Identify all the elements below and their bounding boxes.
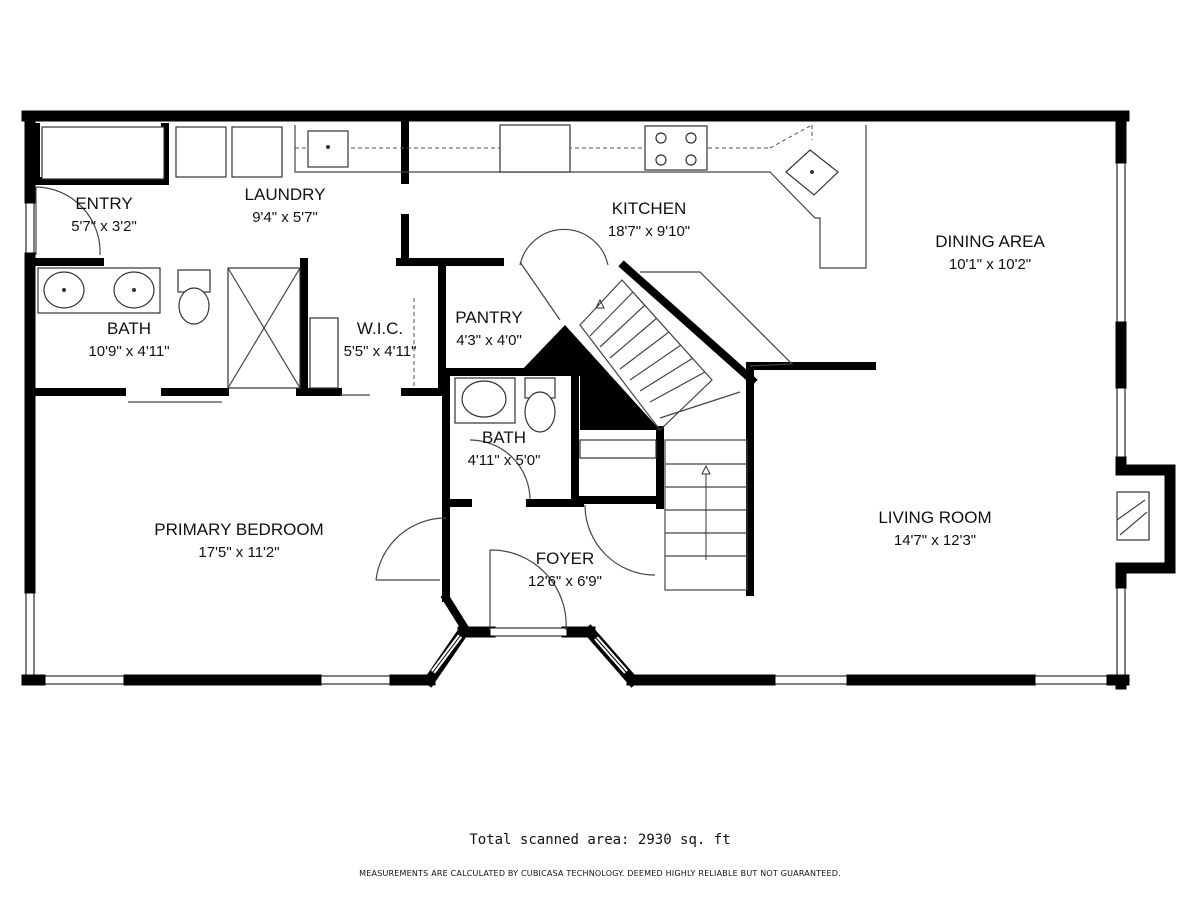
- room-name-bath: BATH: [107, 319, 151, 338]
- room-name-foyer: FOYER: [536, 549, 595, 568]
- total-area-label: Total scanned area: 2930 sq. ft: [469, 832, 731, 848]
- room-dims-foyer: 12'6" x 6'9": [528, 573, 602, 590]
- room-dims-entry: 5'7" x 3'2": [71, 218, 137, 235]
- room-name-entry: ENTRY: [75, 194, 132, 213]
- room-name-primary: PRIMARY BEDROOM: [154, 520, 323, 539]
- bath-fixtures: [37, 267, 301, 389]
- cooktop-burners-icon: [655, 132, 697, 166]
- room-dims-laundry: 9'4" x 5'7": [252, 209, 318, 226]
- room-name-bath2: BATH: [482, 428, 526, 447]
- room-dims-dining: 10'1" x 10'2": [949, 256, 1031, 273]
- room-dims-wic: 5'5" x 4'11": [344, 343, 417, 360]
- room-dims-bath: 10'9" x 4'11": [88, 343, 169, 360]
- bay-windows: [431, 627, 628, 674]
- room-dims-living: 14'7" x 12'3": [894, 532, 976, 549]
- wic-shelves: [309, 298, 415, 389]
- doors: [35, 186, 656, 631]
- corner-sink-icon: [785, 149, 839, 196]
- room-labels: ENTRY 5'7" x 3'2" LAUNDRY 9'4" x 5'7" KI…: [71, 185, 1045, 590]
- room-name-living: LIVING ROOM: [878, 508, 991, 527]
- room-name-laundry: LAUNDRY: [245, 185, 326, 204]
- room-dims-primary: 17'5" x 11'2": [198, 544, 279, 561]
- staircase: [579, 271, 794, 591]
- laundry-appliances: [41, 126, 283, 180]
- room-name-dining: DINING AREA: [935, 232, 1045, 251]
- kitchen-counters: [294, 124, 867, 269]
- room-name-wic: W.I.C.: [357, 319, 403, 338]
- stair-up-arrow-icon: [595, 298, 711, 560]
- room-dims-bath2: 4'11" x 5'0": [468, 452, 541, 469]
- room-dims-pantry: 4'3" x 4'0": [456, 332, 522, 349]
- room-dims-kitchen: 18'7" x 9'10": [608, 223, 690, 240]
- interior-walls: [28, 121, 876, 636]
- room-name-kitchen: KITCHEN: [612, 199, 687, 218]
- kitchen-sink-icon: [307, 130, 349, 168]
- fireplace-icon: [1116, 491, 1150, 541]
- bath2-fixtures: [454, 377, 657, 459]
- disclaimer-text: MEASUREMENTS ARE CALCULATED BY CUBICASA …: [359, 869, 841, 878]
- room-name-pantry: PANTRY: [455, 308, 522, 327]
- chase-shaft: [520, 325, 660, 430]
